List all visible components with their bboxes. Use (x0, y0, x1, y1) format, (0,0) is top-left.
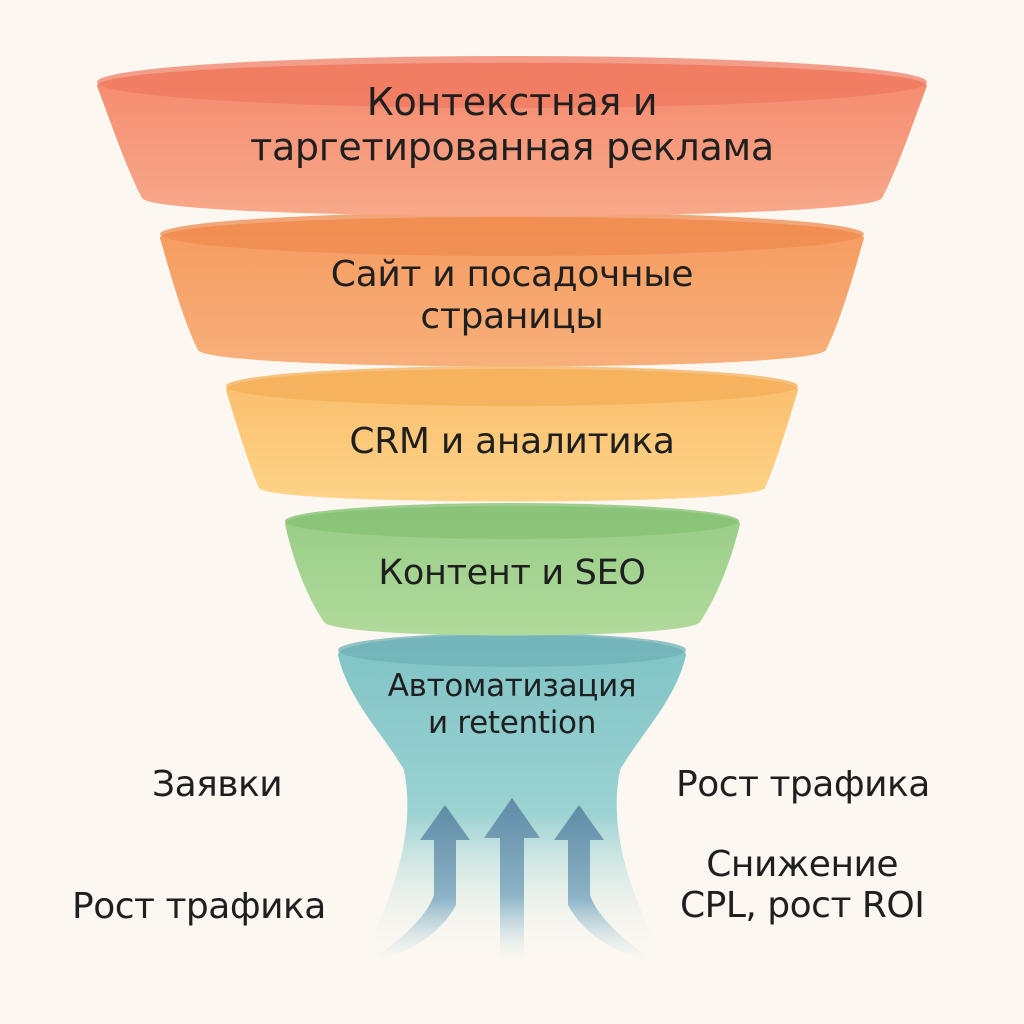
arrow-up-icon (484, 798, 540, 960)
outcome-traffic-right: Рост трафика (676, 764, 930, 805)
funnel-stage-2 (160, 212, 864, 367)
funnel-stage-4 (285, 503, 740, 636)
funnel-stage-3 (226, 366, 798, 502)
outcome-leads: Заявки (152, 764, 283, 805)
outcome-traffic-left: Рост трафика (72, 886, 326, 927)
funnel-stage-5 (338, 633, 686, 960)
arrow-up-icon (372, 805, 470, 960)
outcome-cpl-roi: Снижение CPL, рост ROI (680, 844, 925, 927)
stage-label-ads: Контекстная и таргетированная реклама (250, 80, 774, 169)
funnel-stage-1 (97, 56, 927, 216)
stage-label-site: Сайт и посадочные страницы (330, 254, 694, 338)
arrow-up-icon (554, 805, 652, 960)
stage-label-automation: Автоматизация и retention (387, 668, 637, 741)
stage-label-crm: CRM и аналитика (349, 421, 675, 462)
stage-label-content: Контент и SEO (378, 553, 646, 593)
